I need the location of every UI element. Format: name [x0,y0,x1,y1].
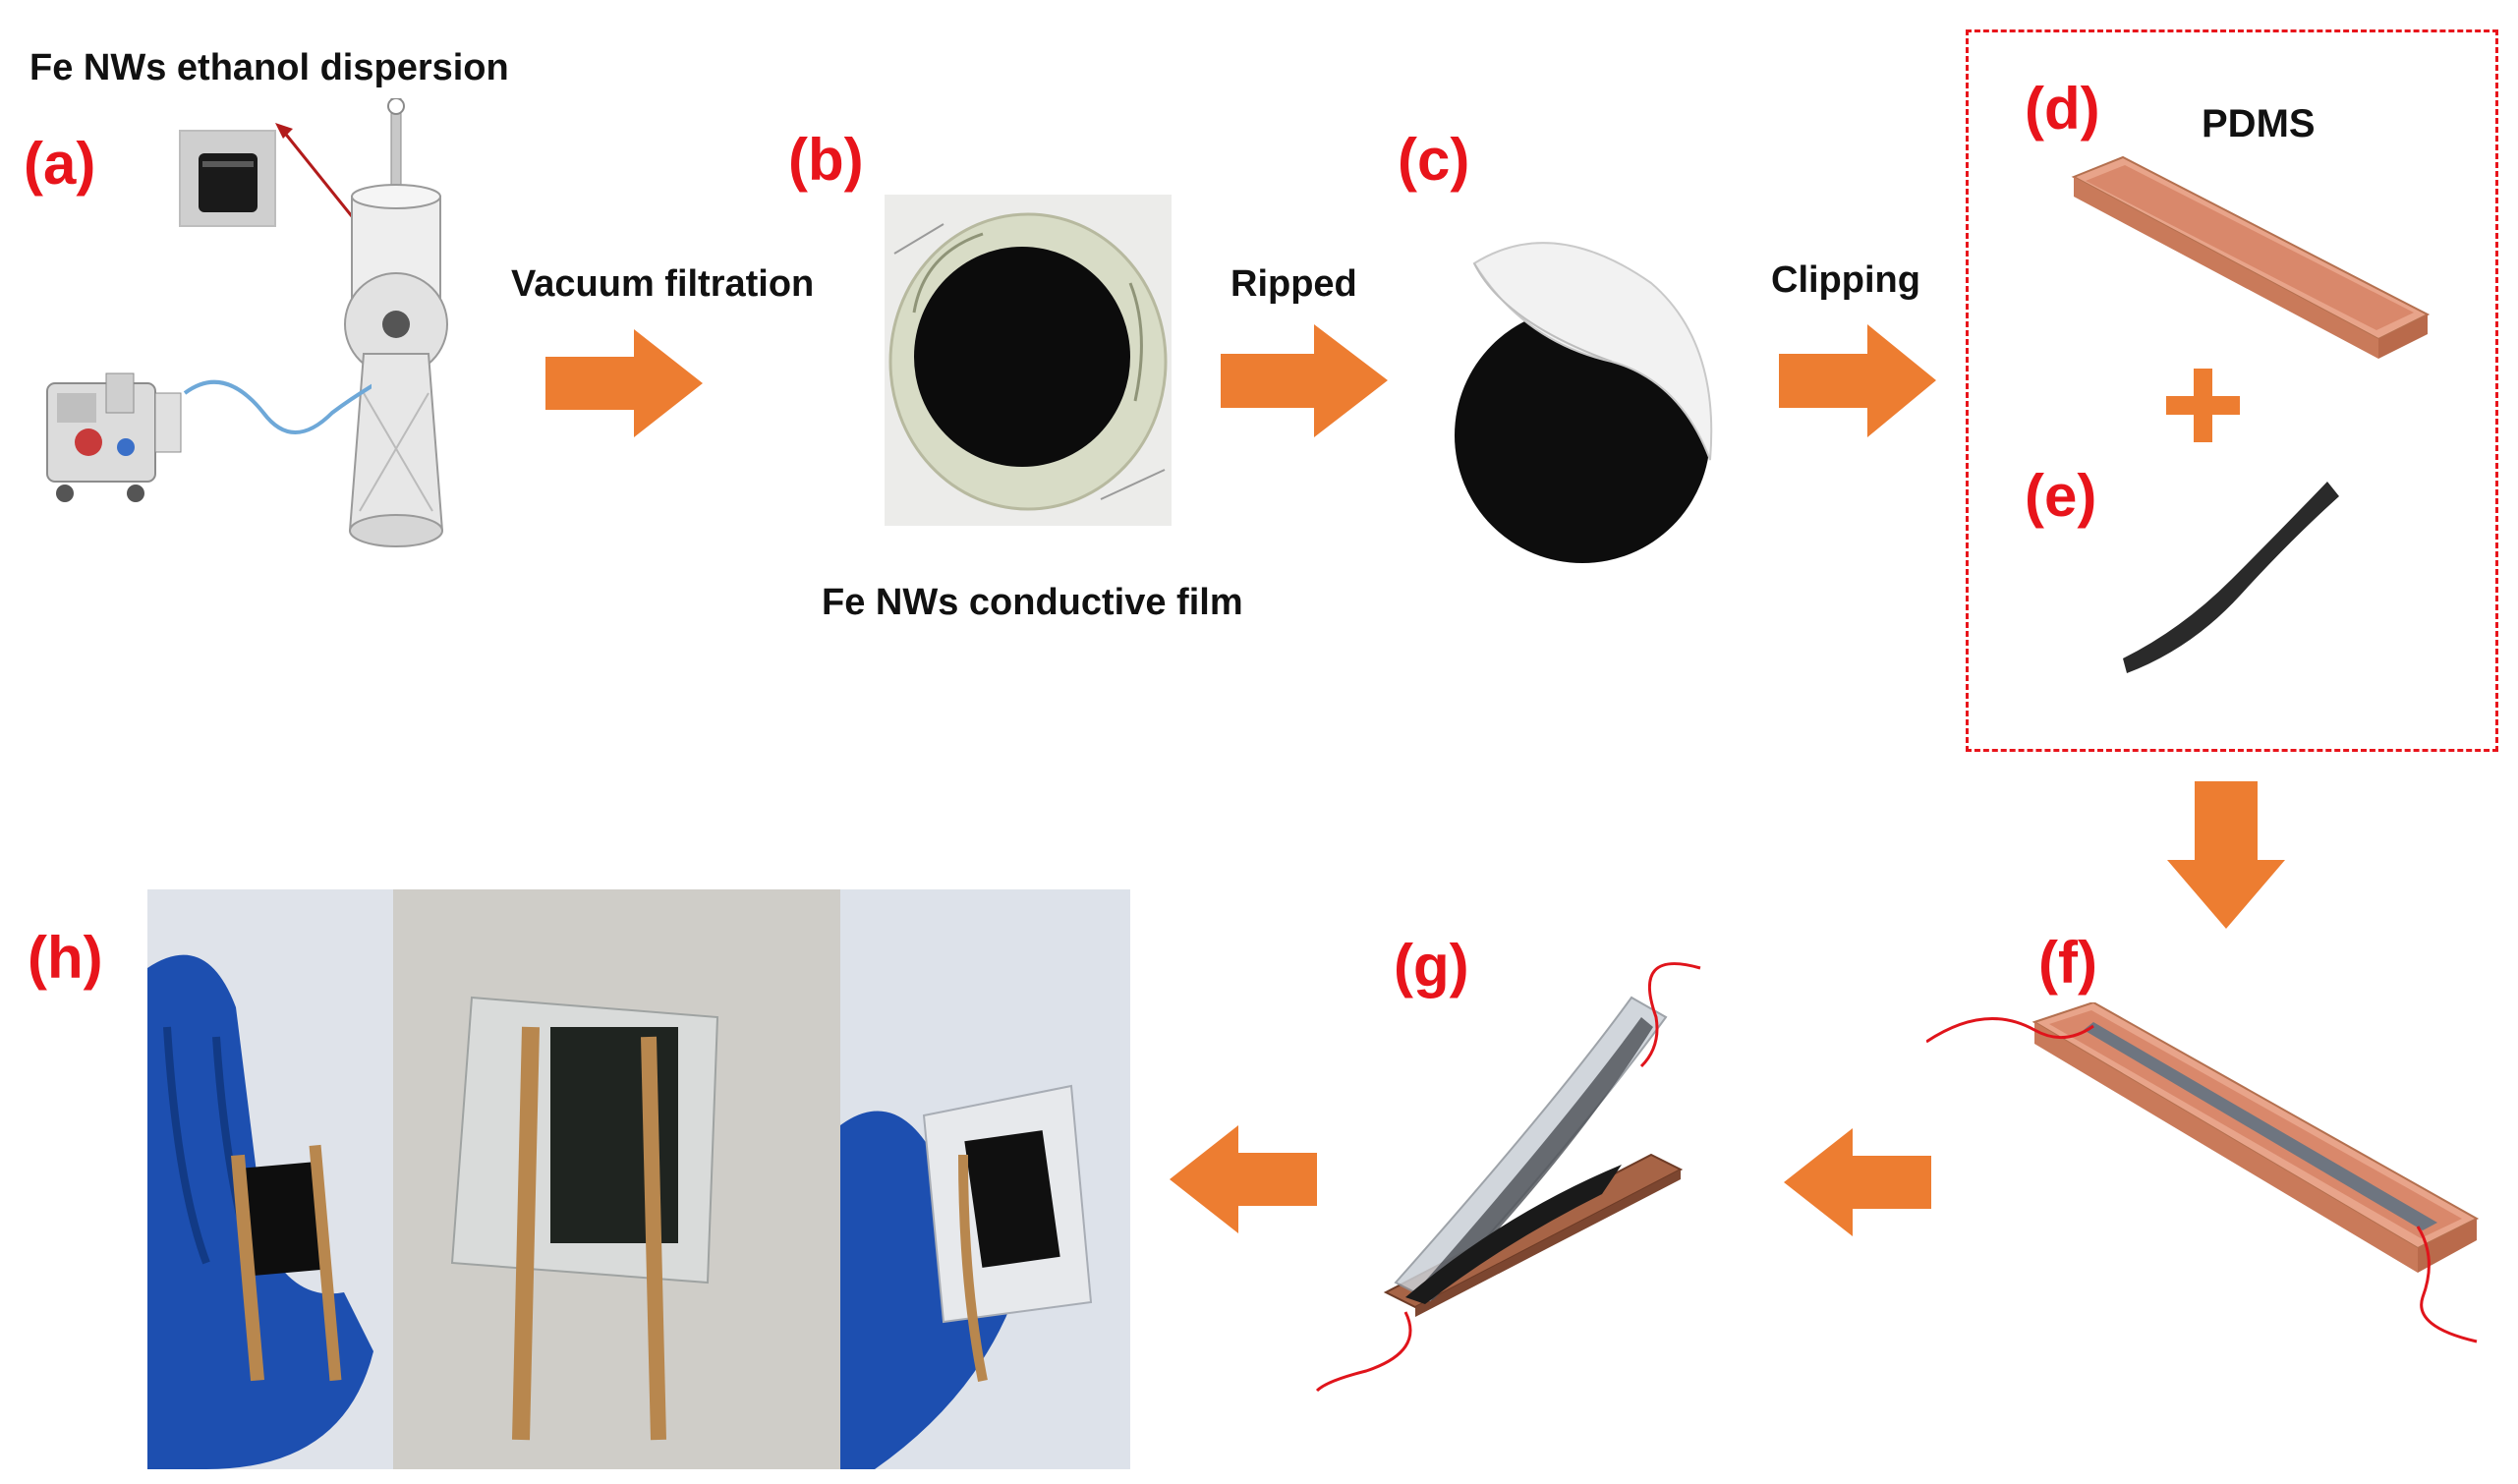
panel-label-e: (e) [2025,463,2097,529]
assembled-tray-illustration [1926,1002,2480,1343]
panel-label-c: (c) [1398,127,1470,193]
pdms-caption: PDMS [2202,102,2316,145]
arrow-c-to-d [1779,324,1936,437]
plus-sign [2166,369,2240,442]
pdms-tray-illustration [2071,155,2431,359]
vacuum-pump-illustration [46,372,372,502]
fenws-strip-illustration [2123,482,2339,673]
bent-sensor-illustration [1315,962,1701,1393]
film-caption: Fe NWs conductive film [822,582,1243,623]
panel-label-b: (b) [788,127,864,193]
arrow-b-to-c [1221,324,1388,437]
arrow-g-to-h [1170,1125,1317,1233]
step-vacuum-filtration: Vacuum filtration [511,263,815,305]
arrow-f-to-g [1784,1128,1931,1236]
panel-label-a: (a) [24,131,96,197]
pdms-fenws-dashed-box [1966,29,2498,752]
dispersion-title: Fe NWs ethanol dispersion [29,47,509,88]
panel-label-g: (g) [1394,933,1469,999]
conductive-film-photo [885,195,1172,526]
panel-label-h: (h) [28,925,103,991]
step-clipping: Clipping [1771,259,1920,301]
arrow-a-to-b [545,329,703,437]
dispersion-photo-inset [179,130,276,227]
panel-label-d: (d) [2025,76,2100,142]
peeled-film-illustration [1455,242,1713,563]
arrow-d-to-f [2167,781,2285,929]
step-ripped: Ripped [1230,263,1357,305]
sensor-photo-strip [147,889,1130,1469]
filtration-funnel-illustration [344,98,448,547]
panel-label-f: (f) [2038,930,2097,996]
